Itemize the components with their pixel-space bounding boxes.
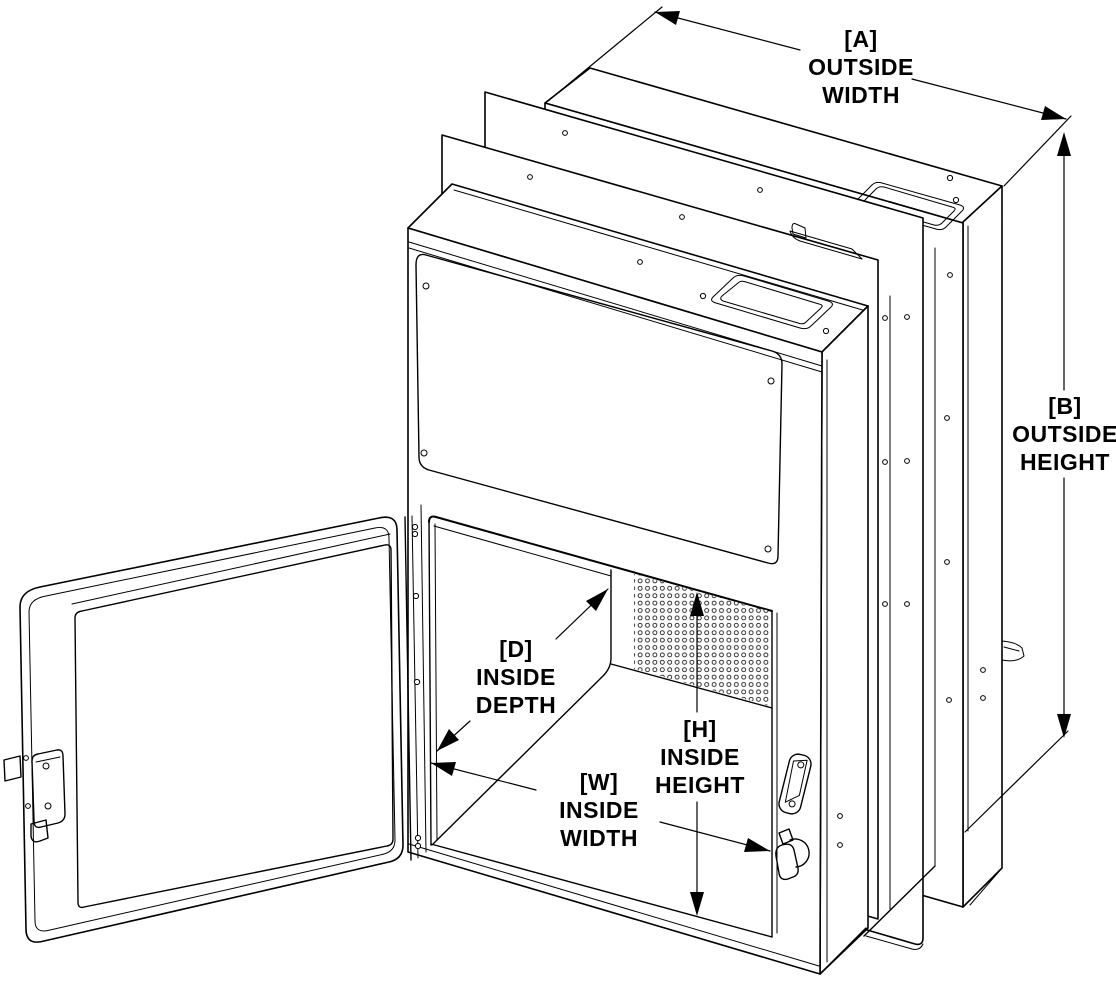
dim-a-line2: WIDTH xyxy=(822,82,900,108)
arrowhead xyxy=(431,762,456,776)
arrowhead xyxy=(744,838,770,852)
latch-hardware xyxy=(775,753,812,881)
door-latch-hook xyxy=(30,819,49,843)
door-outer-frame xyxy=(19,516,404,943)
perforated-vent-panel xyxy=(634,574,770,706)
dim-h-line2: HEIGHT xyxy=(655,772,745,798)
sleeve-clip xyxy=(789,230,863,260)
extension-line xyxy=(1003,115,1072,187)
dimension-a-outside-width: [A] OUTSIDE WIDTH xyxy=(547,6,1072,187)
dim-d-line2: DEPTH xyxy=(476,692,556,718)
latch-keeper-plate xyxy=(778,753,812,815)
dim-w-line1: INSIDE xyxy=(559,797,639,823)
interior-back-left-corner xyxy=(431,569,612,846)
dim-b-line2: HEIGHT xyxy=(1020,449,1110,475)
opening-left-jamb xyxy=(428,519,432,846)
piano-hinge xyxy=(404,504,427,861)
latch-handle-grip xyxy=(775,843,799,881)
extension-line xyxy=(964,730,1069,833)
dim-d-line1: INSIDE xyxy=(476,664,556,690)
arrowhead xyxy=(690,592,704,616)
dimension-d-inside-depth: [D] INSIDE DEPTH xyxy=(436,588,609,752)
dimension-h-inside-height: [H] INSIDE HEIGHT xyxy=(655,592,745,916)
extension-line xyxy=(547,6,663,102)
dim-h-line1: INSIDE xyxy=(660,744,740,770)
arrowhead xyxy=(1057,714,1071,738)
dim-w-line2: WIDTH xyxy=(560,825,638,851)
dim-h-tag: [H] xyxy=(683,716,716,742)
bottom-edges xyxy=(819,865,964,975)
dim-a-tag: [A] xyxy=(844,26,877,52)
latch-handle-stub xyxy=(778,828,794,845)
mounting-bracket xyxy=(1001,640,1025,662)
rear-flange-right-face xyxy=(962,185,1003,908)
arrowhead xyxy=(437,729,459,751)
dim-a-line1: OUTSIDE xyxy=(808,54,914,80)
dim-d-tag: [D] xyxy=(499,636,532,662)
cabinet-body xyxy=(407,183,964,975)
arrowhead xyxy=(690,892,704,916)
door-latch xyxy=(3,749,66,843)
arrowhead xyxy=(655,11,680,25)
door-latch-plate xyxy=(31,749,66,829)
dimension-w-inside-width: [W] INSIDE WIDTH xyxy=(430,762,771,852)
dim-b-line1: OUTSIDE xyxy=(1012,421,1116,447)
rear-label-recess-inner xyxy=(863,186,956,226)
cabinet-opening xyxy=(428,515,778,938)
interior-floor-back-edge xyxy=(610,663,773,709)
door-panel xyxy=(74,544,394,909)
upper-access-panel xyxy=(415,253,783,565)
dimension-line-a xyxy=(654,11,1067,120)
arrowhead xyxy=(1057,132,1071,156)
cabinet-door xyxy=(3,504,427,943)
door-latch-tab xyxy=(3,755,22,782)
opening-sill xyxy=(430,843,773,938)
latch-handle-ring xyxy=(789,838,810,868)
arrowhead xyxy=(586,589,608,611)
dim-b-tag: [B] xyxy=(1048,393,1081,419)
front-label-recess xyxy=(711,274,833,330)
door-inner-edge xyxy=(28,527,396,932)
dim-w-tag: [W] xyxy=(580,769,619,795)
dimension-b-outside-height: [B] OUTSIDE HEIGHT xyxy=(964,132,1116,833)
arrowhead xyxy=(1041,106,1066,120)
